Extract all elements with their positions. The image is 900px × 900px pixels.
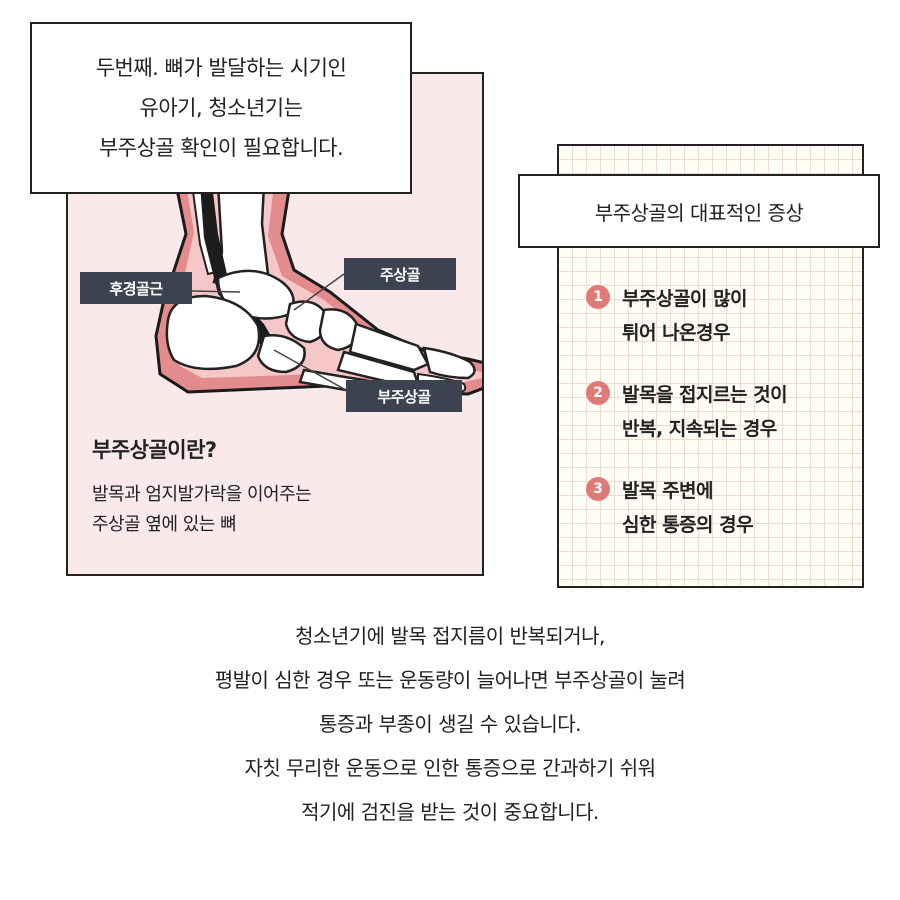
symptom-line: 반복, 지속되는 경우 bbox=[622, 418, 777, 440]
number-badge-2: 2 bbox=[586, 381, 610, 405]
bottom-paragraph: 청소년기에 발목 접지름이 반복되거나, 평발이 심한 경우 또는 운동량이 늘… bbox=[0, 614, 900, 834]
pointer-accessory bbox=[273, 349, 347, 391]
number-badge-3: 3 bbox=[586, 477, 610, 501]
symptom-line: 심한 통증의 경우 bbox=[622, 514, 754, 536]
bottom-line-1: 청소년기에 발목 접지름이 반복되거나, bbox=[295, 624, 605, 648]
definition-line-1: 발목과 엄지발가락을 이어주는 bbox=[92, 484, 312, 505]
symptom-text: 발목 주변에 심한 통증의 경우 bbox=[622, 474, 754, 542]
foot-anatomy-illustration bbox=[154, 182, 482, 400]
toe-bones bbox=[422, 346, 476, 380]
definition-line-2: 주상골 옆에 있는 뼈 bbox=[92, 514, 237, 535]
metatarsal-1 bbox=[348, 322, 430, 372]
symptom-line: 발목 주변에 bbox=[622, 480, 714, 502]
calcaneus-bone bbox=[165, 294, 261, 371]
symptom-line: 튀어 나온경우 bbox=[622, 322, 730, 344]
symptom-line: 발목을 접지르는 것이 bbox=[622, 384, 788, 406]
intro-caption: 두번째. 뼈가 발달하는 시기인 유아기, 청소년기는 부주상골 확인이 필요합… bbox=[30, 22, 412, 194]
caption-line-2: 유아기, 청소년기는 bbox=[139, 96, 303, 120]
bottom-line-5: 적기에 검진을 받는 것이 중요합니다. bbox=[301, 800, 599, 824]
label-accessory-navicular: 부주상골 bbox=[346, 380, 462, 412]
symptom-item: 1 부주상골이 많이 튀어 나온경우 bbox=[586, 282, 747, 350]
pointer-talus bbox=[293, 273, 345, 311]
symptom-text: 발목을 접지르는 것이 반복, 지속되는 경우 bbox=[622, 378, 788, 446]
caption-line-1: 두번째. 뼈가 발달하는 시기인 bbox=[95, 56, 347, 80]
number-badge-1: 1 bbox=[586, 285, 610, 309]
symptom-text: 부주상골이 많이 튀어 나온경우 bbox=[622, 282, 747, 350]
caption-line-3: 부주상골 확인이 필요합니다. bbox=[98, 136, 344, 160]
symptom-line: 부주상골이 많이 bbox=[622, 288, 747, 310]
pointer-heel bbox=[191, 290, 241, 293]
definition-title: 부주상골이란? bbox=[92, 438, 217, 462]
symptoms-title: 부주상골의 대표적인 증상 bbox=[518, 174, 880, 248]
bottom-line-2: 평발이 심한 경우 또는 운동량이 늘어나면 부주상골이 눌려 bbox=[214, 668, 686, 692]
bottom-line-3: 통증과 부종이 생길 수 있습니다. bbox=[319, 712, 582, 736]
symptom-item: 2 발목을 접지르는 것이 반복, 지속되는 경우 bbox=[586, 378, 788, 446]
label-navicular: 주상골 bbox=[344, 258, 456, 290]
definition-body: 발목과 엄지발가락을 이어주는 주상골 옆에 있는 뼈 bbox=[92, 480, 312, 540]
symptom-item: 3 발목 주변에 심한 통증의 경우 bbox=[586, 474, 754, 542]
label-posterior-tibial: 후경골근 bbox=[80, 272, 192, 304]
bottom-line-4: 자칫 무리한 운동으로 인한 통증으로 간과하기 쉬워 bbox=[244, 756, 656, 780]
